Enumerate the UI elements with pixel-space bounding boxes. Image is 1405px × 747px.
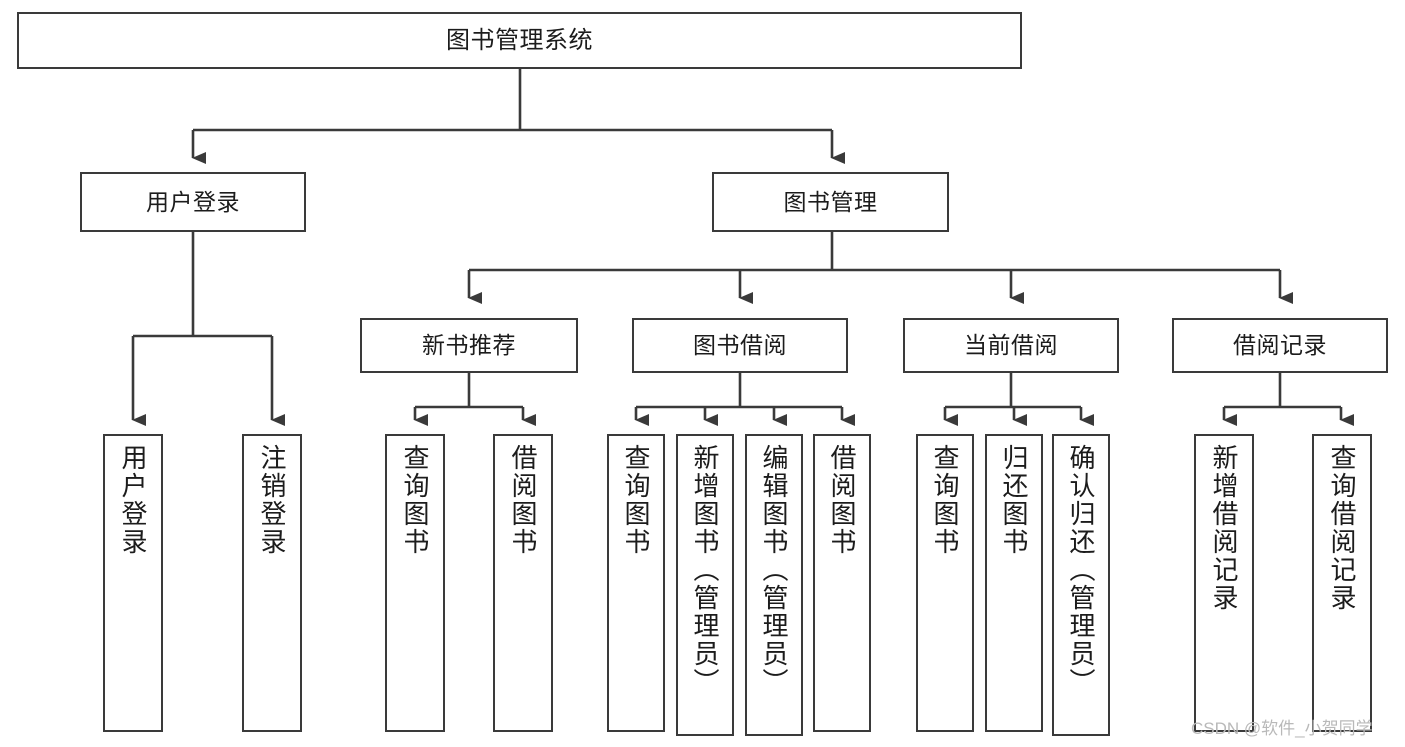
leaf-borrow-query-book[interactable]: 查询图书 (607, 434, 665, 732)
leaf-borrow-add-book-admin[interactable]: 新增图书（管理员） (676, 434, 734, 736)
node-label: 查询借阅记录 (1327, 444, 1357, 612)
leaf-recommend-query-book[interactable]: 查询图书 (385, 434, 445, 732)
node-label: 借阅记录 (1233, 332, 1327, 359)
node-label: 确认归还（管理员） (1066, 444, 1096, 696)
node-borrow-records[interactable]: 借阅记录 (1172, 318, 1388, 373)
leaf-records-add-record[interactable]: 新增借阅记录 (1194, 434, 1254, 732)
leaf-user-login-login[interactable]: 用户登录 (103, 434, 163, 732)
node-label: 用户登录 (146, 188, 240, 215)
node-label: 注销登录 (257, 444, 287, 556)
leaf-borrow-borrow-book[interactable]: 借阅图书 (813, 434, 871, 732)
node-label: 新增借阅记录 (1209, 444, 1239, 612)
node-root-system[interactable]: 图书管理系统 (17, 12, 1022, 69)
leaf-current-confirm-return-admin[interactable]: 确认归还（管理员） (1052, 434, 1110, 736)
leaf-recommend-borrow-book[interactable]: 借阅图书 (493, 434, 553, 732)
csdn-watermark: CSDN @软件_小贺同学 (1191, 719, 1373, 738)
node-label: 图书借阅 (693, 332, 787, 359)
leaf-current-query-book[interactable]: 查询图书 (916, 434, 974, 732)
node-label: 图书管理 (783, 188, 878, 215)
node-label: 新书推荐 (422, 332, 516, 359)
node-label: 图书管理系统 (446, 26, 593, 54)
node-label: 查询图书 (930, 444, 960, 556)
node-current-borrow[interactable]: 当前借阅 (903, 318, 1119, 373)
node-label: 当前借阅 (964, 332, 1058, 359)
node-label: 用户登录 (118, 444, 148, 556)
node-user-login[interactable]: 用户登录 (80, 172, 306, 232)
node-book-management[interactable]: 图书管理 (712, 172, 949, 232)
leaf-user-login-logout[interactable]: 注销登录 (242, 434, 302, 732)
leaf-current-return-book[interactable]: 归还图书 (985, 434, 1043, 732)
node-label: 借阅图书 (827, 444, 857, 556)
leaf-borrow-edit-book-admin[interactable]: 编辑图书（管理员） (745, 434, 803, 736)
node-new-book-recommend[interactable]: 新书推荐 (360, 318, 578, 373)
node-label: 借阅图书 (508, 444, 538, 556)
leaf-records-query-record[interactable]: 查询借阅记录 (1312, 434, 1372, 732)
node-book-borrow[interactable]: 图书借阅 (632, 318, 848, 373)
node-label: 查询图书 (621, 444, 651, 556)
node-label: 新增图书（管理员） (690, 444, 720, 696)
node-label: 编辑图书（管理员） (759, 444, 789, 696)
node-label: 归还图书 (999, 444, 1029, 556)
node-label: 查询图书 (400, 444, 430, 556)
